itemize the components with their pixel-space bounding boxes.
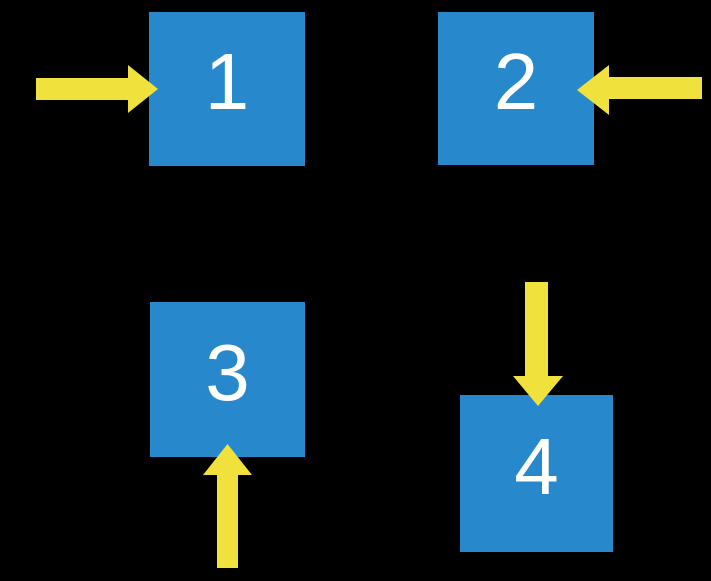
box-2: 2 (438, 12, 594, 165)
down-arrow-icon (513, 282, 563, 406)
right-arrow-icon (36, 65, 158, 113)
box-3: 3 (150, 302, 305, 457)
box-1: 1 (149, 12, 305, 166)
up-arrow-icon (203, 444, 252, 568)
box-3-label: 3 (205, 327, 250, 417)
box-1-label: 1 (204, 37, 250, 126)
left-arrow-icon (577, 65, 702, 115)
box-4: 4 (460, 395, 613, 552)
box-4-label: 4 (514, 421, 559, 511)
box-2-label: 2 (493, 36, 539, 126)
